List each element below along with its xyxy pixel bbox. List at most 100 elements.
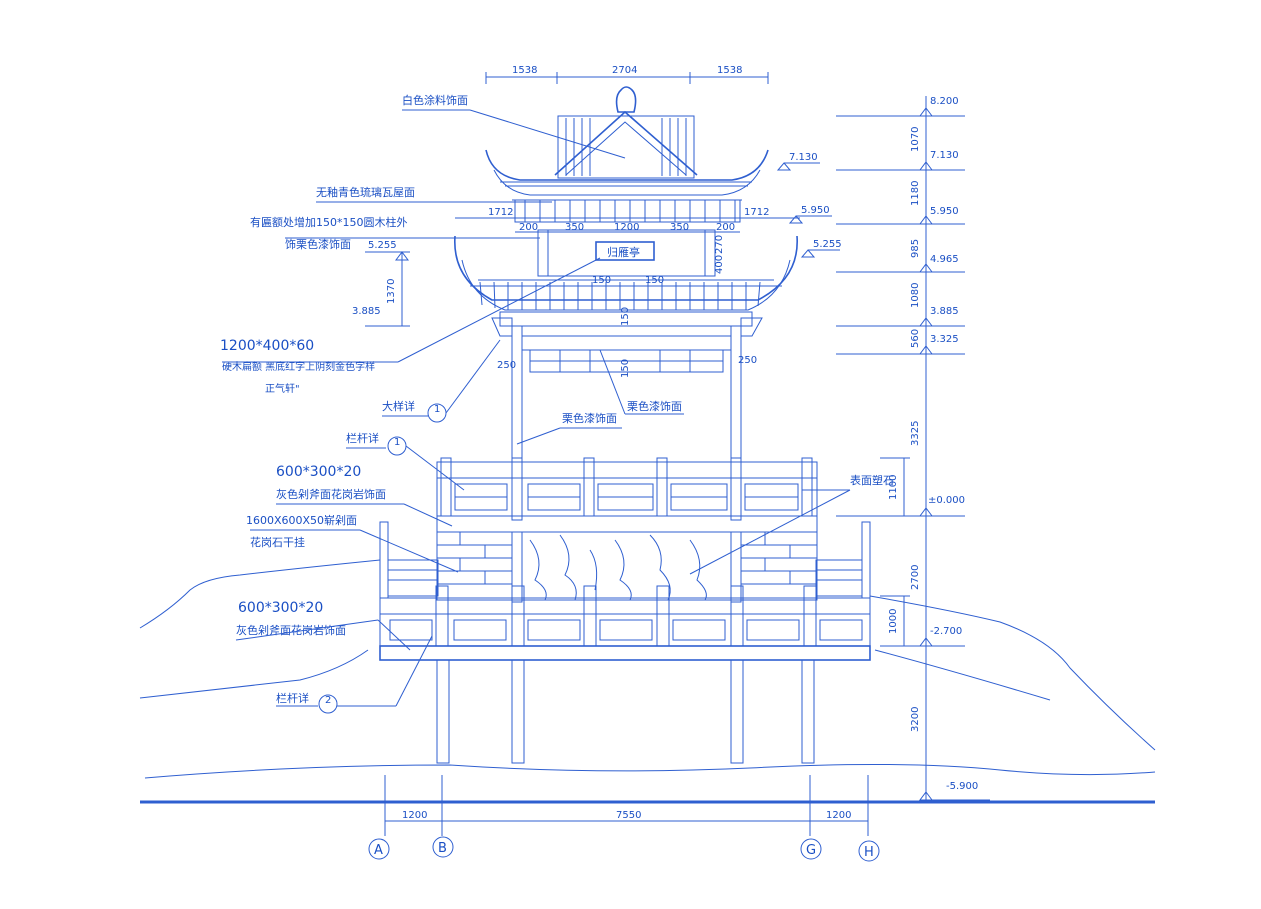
elev-8200: 8.200 — [930, 96, 959, 107]
upper-rail-fretwork — [454, 483, 799, 511]
top-dimension-chain: 1538 2704 1538 — [485, 65, 769, 84]
label-roof-tile: 无釉青色琉璃瓦屋面 — [316, 185, 415, 199]
left-vdim-1370: 1370 — [386, 279, 397, 304]
axis-h-circle — [858, 840, 880, 862]
vdim-1080: 1080 — [910, 283, 921, 308]
elev-3885: 3.885 — [930, 306, 959, 317]
railing-index-num-2: 2 — [325, 695, 331, 706]
bay-dim-5: 200 — [716, 222, 735, 233]
elev-neg-5900: -5.900 — [946, 781, 978, 792]
label-rock-face: 表面塑石 — [850, 473, 894, 487]
sign-h-dim-2: 400 — [714, 255, 725, 274]
podium — [436, 531, 818, 603]
label-stone-1-desc: 灰色剁斧面花岗岩饰面 — [276, 487, 386, 501]
top-dim-right: 1538 — [717, 65, 742, 76]
detail-index-num-1: 1 — [434, 404, 440, 415]
inner-elev-5950: 5.950 — [801, 205, 830, 216]
vdim-1070: 1070 — [910, 127, 921, 152]
bottom-dimension-chain: 1200 7550 1200 — [384, 775, 869, 836]
label-stone-1-size: 600*300*20 — [276, 464, 361, 480]
post-dim-right: 250 — [738, 355, 757, 366]
vdim-1180: 1180 — [910, 181, 921, 206]
upper-roof-tiles — [500, 181, 752, 223]
axis-h-label: H — [864, 845, 874, 860]
axis-b-circle — [432, 836, 454, 858]
label-stone-2-desc: 灰色剁斧面花岗岩饰面 — [236, 623, 346, 637]
bracket-dim-1: 150 — [620, 307, 631, 326]
rail-h-1100: 1100 — [888, 475, 899, 500]
annotations: 白色涂料饰面 无釉青色琉璃瓦屋面 有匾额处增加150*150圆木柱外 饰栗色漆饰… — [220, 93, 894, 714]
label-cut-stone: 1600X600X50崭剁面 — [246, 513, 357, 527]
upper-bay-dimensions: 1712 1712 200 350 1200 350 200 — [455, 207, 800, 233]
mid-dim-150-right: 150 — [645, 275, 664, 286]
vdim-2700: 2700 — [910, 565, 921, 590]
lower-balustrade — [379, 521, 871, 661]
axis-g-circle — [800, 838, 822, 860]
bay-dim-2: 350 — [565, 222, 584, 233]
bay-dim-4: 350 — [670, 222, 689, 233]
elev-neg-2700: -2.700 — [930, 626, 962, 637]
dim-1712-right: 1712 — [744, 207, 769, 218]
inner-elev-5255: 5.255 — [813, 239, 842, 250]
inner-elevation-tags: 7.130 5.950 5.255 — [776, 152, 842, 258]
elevation-column: 8.200 7.130 5.950 4.965 3.885 3.325 ±0.0… — [836, 96, 990, 801]
rock-face — [529, 534, 707, 601]
grid-axes: A B G H — [368, 836, 880, 862]
vdim-3200: 3200 — [910, 707, 921, 732]
bay-dim-3: 1200 — [614, 222, 639, 233]
label-stone-2-size: 600*300*20 — [238, 600, 323, 616]
brick-right — [741, 532, 817, 585]
axis-a-label: A — [374, 843, 383, 858]
upper-roof — [485, 86, 769, 223]
mid-dim-150-left: 150 — [592, 275, 611, 286]
inner-elev-7130: 7.130 — [789, 152, 818, 163]
upper-rail-posts — [440, 457, 813, 517]
railing-index-num-1: 1 — [394, 437, 400, 448]
left-elev-5255: 5.255 — [368, 240, 397, 251]
post-dim-left: 250 — [497, 360, 516, 371]
elev-5950: 5.950 — [930, 206, 959, 217]
elev-4965: 4.965 — [930, 254, 959, 265]
vdim-3325: 3325 — [910, 421, 921, 446]
vdim-985: 985 — [910, 239, 921, 258]
lower-rail-fretwork — [389, 619, 863, 641]
terrain — [139, 559, 1156, 804]
middle-storey: 归雁亭 270 400 — [537, 229, 725, 277]
main-hall-frame: 250 250 150 150 — [491, 307, 763, 521]
axis-g-label: G — [806, 843, 816, 858]
bottom-dim-right: 1200 — [826, 810, 851, 821]
label-maroon-2: 栗色漆饰面 — [627, 399, 682, 413]
axis-b-label: B — [438, 841, 447, 856]
label-plaque-note-1: 有匾额处增加150*150圆木柱外 — [250, 215, 408, 229]
plaque-text: 归雁亭 — [607, 245, 640, 259]
dim-1712-left: 1712 — [488, 207, 513, 218]
label-plaque-size: 1200*400*60 — [220, 338, 314, 354]
axis-a-circle — [368, 838, 390, 860]
bottom-dim-middle: 7550 — [616, 810, 641, 821]
lower-roof-tiles — [479, 281, 761, 310]
vdim-560: 560 — [910, 329, 921, 348]
rail-h-1000: 1000 — [888, 609, 899, 634]
label-granite-hang: 花岗石干挂 — [250, 535, 305, 549]
bracket-dim-2: 150 — [620, 359, 631, 378]
sign-h-dim-1: 270 — [714, 235, 725, 254]
bottom-dim-left: 1200 — [402, 810, 427, 821]
lower-rail-posts — [435, 585, 817, 647]
lower-roof: 150 150 — [454, 235, 798, 327]
label-detail: 大样详 — [382, 399, 415, 413]
label-plaque-desc: 硬木扁额 黑底红字上阴刻金色字样 — [222, 360, 375, 373]
label-plaque-words: 正气轩" — [265, 382, 300, 395]
upper-gable-ribs — [565, 118, 687, 176]
label-railing-detail-2: 栏杆详 — [276, 691, 309, 705]
upper-balustrade — [436, 457, 818, 533]
label-maroon-1: 栗色漆饰面 — [562, 411, 617, 425]
elev-7130: 7.130 — [930, 150, 959, 161]
bay-dim-1: 200 — [519, 222, 538, 233]
top-dim-left: 1538 — [512, 65, 537, 76]
label-white-paint: 白色涂料饰面 — [402, 93, 468, 107]
top-dim-middle: 2704 — [612, 65, 637, 76]
label-railing-detail-1: 栏杆详 — [346, 431, 379, 445]
elev-3325: 3.325 — [930, 334, 959, 345]
elev-0000: ±0.000 — [928, 495, 965, 506]
railing-index-circle-2 — [318, 694, 338, 714]
